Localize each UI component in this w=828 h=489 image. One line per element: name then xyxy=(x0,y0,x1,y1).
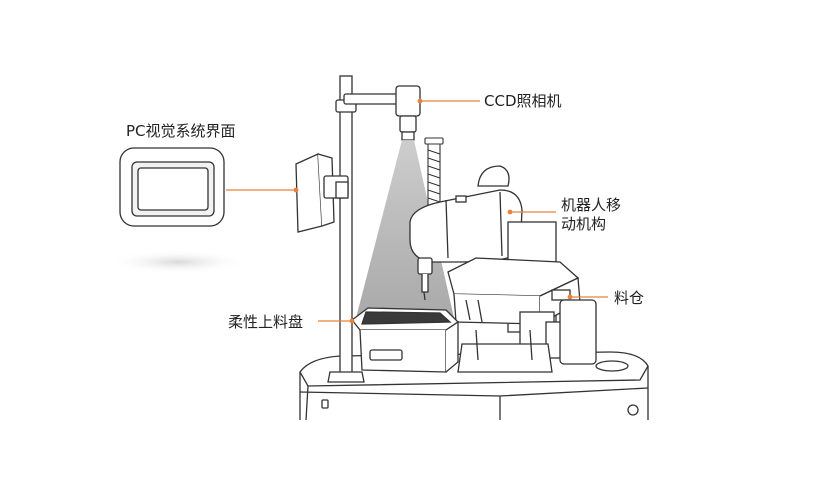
label-material-bin: 料仓 xyxy=(614,289,645,307)
label-flexible-tray: 柔性上料盘 xyxy=(228,313,304,331)
material-bin xyxy=(447,257,597,373)
pc-screen-on-pole xyxy=(295,153,349,233)
label-robot-line1: 机器人移 xyxy=(561,196,622,214)
label-robot-mechanism: 机器人移 动机构 xyxy=(561,196,641,234)
label-ccd-camera: CCD照相机 xyxy=(484,92,562,110)
robot-screw xyxy=(424,137,444,221)
flexible-tray xyxy=(351,307,460,373)
pc-monitor-inset xyxy=(119,147,225,227)
pc-inset-shadow xyxy=(108,250,248,274)
label-pc-interface: PC视觉系统界面 xyxy=(126,122,236,140)
label-robot-line2: 动机构 xyxy=(561,215,607,233)
camera-stand xyxy=(327,75,421,383)
leader-lines xyxy=(226,98,608,324)
